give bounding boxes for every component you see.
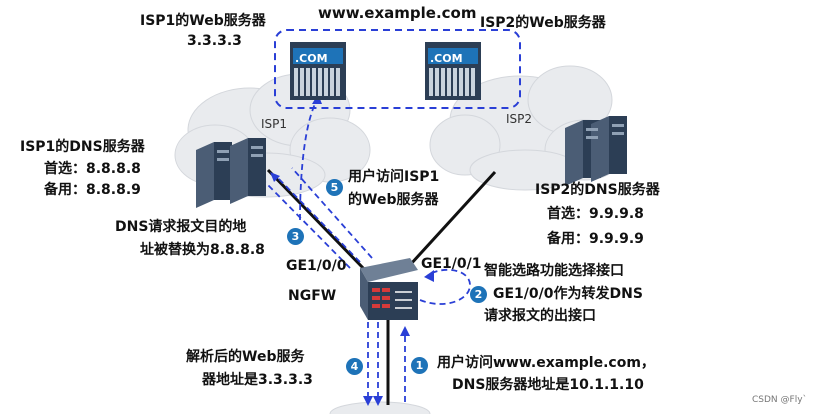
- step-badge-4: 4: [346, 358, 363, 375]
- isp1-web-server-icon: [290, 42, 346, 100]
- step2-line2: GE1/0/0作为转发DNS: [493, 286, 643, 302]
- isp2-dns-title: ISP2的DNS服务器: [535, 182, 660, 198]
- step2-line3: 请求报文的出接口: [484, 308, 596, 324]
- bottom-cloud: [329, 401, 431, 414]
- isp1-dns-server-icon: [196, 138, 266, 208]
- isp1-dns-backup: 备用：8.8.8.9: [44, 182, 141, 198]
- isp2-dns-server-icon: [565, 116, 627, 186]
- isp2-dns-backup: 备用：9.9.9.9: [547, 231, 644, 247]
- isp2-cloud-label: ISP2: [506, 112, 533, 126]
- flow-arrows: [264, 97, 471, 402]
- step1-line1: 用户访问www.example.com，: [437, 355, 655, 371]
- isp2-dns-primary: 首选：9.9.9.8: [547, 206, 644, 222]
- step5-line1: 用户访问ISP1: [348, 169, 440, 185]
- isp1-web-title: ISP1的Web服务器: [140, 13, 266, 29]
- web-server-group-box: [274, 29, 521, 109]
- step3-line2: 址被替换为8.8.8.8: [140, 242, 265, 258]
- link-isp2-ngfw: [408, 170, 497, 267]
- step-badge-2: 2: [470, 286, 487, 303]
- step-badge-3: 3: [287, 228, 304, 245]
- isp1-dns-primary: 首选：8.8.8.8: [44, 161, 141, 177]
- step2-line1: 智能选路功能选择接口: [484, 263, 624, 279]
- link-isp1-ngfw: [266, 168, 367, 272]
- isp1-cloud-label: ISP1: [261, 117, 288, 131]
- step3-line1: DNS请求报文目的地: [115, 219, 247, 235]
- step-badge-1: 1: [411, 357, 428, 374]
- step4-line2: 器地址是3.3.3.3: [202, 372, 313, 388]
- ngfw-label: NGFW: [288, 288, 337, 304]
- isp1-dns-title: ISP1的DNS服务器: [20, 139, 145, 155]
- isp2-web-badge: .COM: [430, 52, 463, 65]
- step4-line1: 解析后的Web服务: [186, 349, 305, 365]
- isp2-web-title: ISP2的Web服务器: [480, 15, 606, 31]
- ngfw-firewall-icon: [360, 258, 418, 320]
- isp2-web-server-icon: [425, 42, 481, 100]
- ngfw-port-left: GE1/0/0: [286, 258, 347, 274]
- ngfw-port-right: GE1/0/1: [421, 256, 482, 272]
- step5-line2: 的Web服务器: [348, 192, 439, 208]
- isp1-web-badge: .COM: [295, 52, 328, 65]
- step-badge-5: 5: [326, 179, 343, 196]
- domain-label: www.example.com: [318, 4, 477, 22]
- step1-line2: DNS服务器地址是10.1.1.10: [452, 377, 644, 393]
- watermark: CSDN @Fly`: [752, 395, 808, 405]
- isp1-web-ip: 3.3.3.3: [187, 33, 242, 49]
